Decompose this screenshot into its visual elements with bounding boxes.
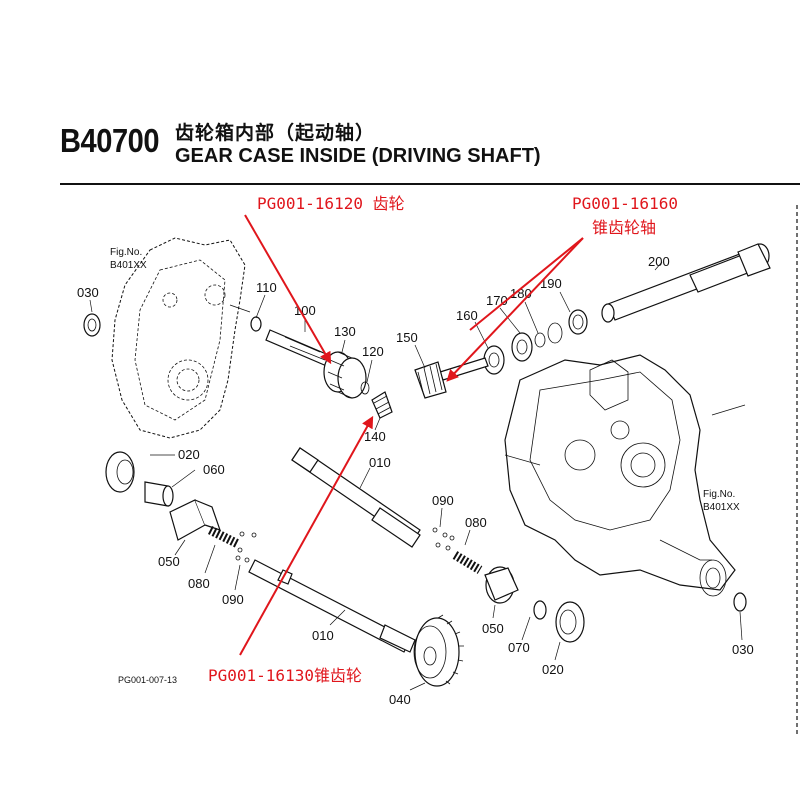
callout-080-right: 080: [465, 515, 487, 530]
callout-160: 160: [456, 308, 478, 323]
arrow-bevel-16130: [239, 415, 374, 656]
arrow-shaft-16160-b: [469, 237, 584, 331]
callout-100: 100: [294, 303, 316, 318]
washer-070: [533, 600, 547, 620]
drawing-id: PG001-007-13: [118, 675, 177, 685]
joint-050-right: [484, 566, 519, 604]
callout-030-left: 030: [77, 285, 99, 300]
spring-080-right: [452, 551, 483, 574]
callout-010-top: 010: [369, 455, 391, 470]
title-chinese: 齿轮箱内部（起动轴）: [175, 122, 376, 144]
callout-140: 140: [364, 429, 386, 444]
gear-case-right-half: [504, 354, 746, 597]
bearing-020-left: [105, 451, 135, 493]
bearing-170: [511, 332, 533, 362]
fig-ref-right-label: Fig.No.: [703, 489, 735, 500]
callout-040: 040: [389, 692, 411, 707]
balls-090-left: [235, 531, 257, 563]
bevel-gear-040: [413, 614, 464, 687]
callout-020-right: 020: [542, 662, 564, 677]
seal-030-right: [733, 592, 747, 612]
bevel-gear-140: [371, 391, 393, 419]
washer-110: [250, 316, 262, 332]
seal-190: [568, 309, 588, 335]
annotation-gear-16120: PG001-16120 齿轮: [257, 194, 405, 213]
sleeve-060: [144, 481, 174, 507]
bearing-020-right: [555, 601, 585, 643]
bevel-pinion-shaft-150: [414, 357, 489, 399]
callout-030-right: 030: [732, 642, 754, 657]
callout-120: 120: [362, 344, 384, 359]
arrow-gear-16120: [244, 214, 332, 365]
annotation-shaft-16160-name: 锥齿轮轴: [592, 218, 656, 237]
callout-190: 190: [540, 276, 562, 291]
callout-200: 200: [648, 254, 670, 269]
callout-050-right: 050: [482, 621, 504, 636]
callout-070: 070: [508, 640, 530, 655]
circlip-120: [360, 381, 370, 395]
page-header: B40700 齿轮箱内部（起动轴） GEAR CASE INSIDE (DRIV…: [0, 0, 800, 190]
callout-050-left: 050: [158, 554, 180, 569]
shaft-010-upper: [291, 447, 421, 548]
callout-080-left: 080: [188, 576, 210, 591]
section-code: B40700: [60, 122, 160, 159]
callout-010-bottom: 010: [312, 628, 334, 643]
bearing-160: [483, 345, 505, 375]
callout-130: 130: [334, 324, 356, 339]
callout-090-right: 090: [432, 493, 454, 508]
annotations: PG001-16120 齿轮 PG001-16160 锥齿轮轴 PG001-16…: [208, 194, 678, 685]
callout-060: 060: [203, 462, 225, 477]
header-rule: [60, 183, 800, 185]
callout-090-left: 090: [222, 592, 244, 607]
fig-ref-left: Fig.No. B401XX: [110, 247, 147, 271]
annotation-shaft-16160-code: PG001-16160: [572, 194, 678, 213]
circlip-180: [534, 322, 563, 348]
gear-case-left-half: [111, 237, 251, 439]
callout-020-left: 020: [178, 447, 200, 462]
fig-ref-left-code: B401XX: [110, 260, 147, 271]
fig-ref-left-label: Fig.No.: [110, 247, 142, 258]
arrow-shaft-16160-a: [446, 237, 584, 382]
callout-150: 150: [396, 330, 418, 345]
spring-080-left: [207, 525, 241, 549]
leader-lines: [89, 261, 743, 691]
title-english: GEAR CASE INSIDE (DRIVING SHAFT): [175, 145, 541, 167]
shaft-010-lower: [248, 559, 416, 653]
fig-ref-right: Fig.No. B401XX: [703, 489, 740, 513]
annotation-arrows: [239, 214, 584, 656]
fig-ref-right-code: B401XX: [703, 502, 740, 513]
callout-numbers: 030 110 100 130 120 140 150 160 170 180 …: [77, 254, 754, 707]
seal-030-left: [83, 313, 101, 337]
balls-090-right: [432, 527, 455, 551]
callout-110: 110: [256, 280, 277, 295]
spur-gear-130: [323, 351, 367, 399]
shaft-200: [601, 243, 771, 323]
callout-170: 170: [486, 293, 508, 308]
annotation-bevel-16130: PG001-16130锥齿轮: [208, 666, 362, 685]
